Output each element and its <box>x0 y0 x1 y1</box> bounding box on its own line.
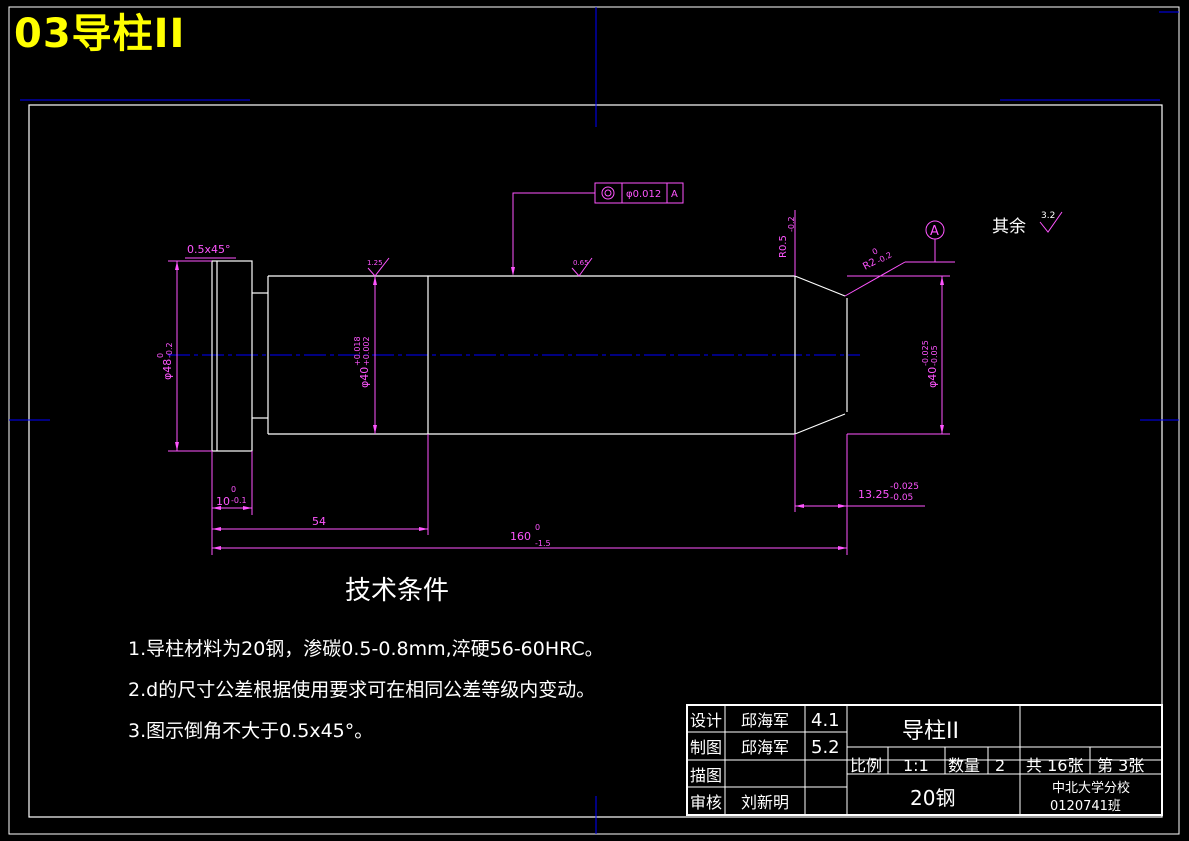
title-block <box>686 704 1163 816</box>
tb-name-4: 刘新明 <box>741 793 789 812</box>
roughness-1: 1.25 <box>367 259 383 267</box>
len160-up: 0 <box>535 523 540 532</box>
tb-role-4: 审核 <box>690 793 722 812</box>
tolerance-value: φ0.012 <box>626 189 661 200</box>
len13-up: -0.025 <box>890 482 919 492</box>
tb-scale-label: 比例 <box>850 756 882 775</box>
tb-code-1: 4.1 <box>811 710 840 731</box>
tb-material: 20钢 <box>910 786 955 810</box>
tb-school: 中北大学分校 <box>1052 780 1130 796</box>
len160-label: 160 <box>510 530 531 543</box>
len10-label: 10 <box>216 495 230 508</box>
tolerance-datum: A <box>671 189 678 200</box>
dia40b-low: -0.05 <box>930 345 939 366</box>
r05-label: R0.5 <box>778 235 789 258</box>
dia40b-label: φ40 <box>926 367 939 388</box>
tb-qty-value: 2 <box>995 756 1005 775</box>
tb-name-1: 邱海军 <box>741 711 789 730</box>
tech-line-2: 2.d的尺寸公差根据使用要求可在相同公差等级内变动。 <box>128 679 596 701</box>
tech-line-3: 3.图示倒角不大于0.5x45°。 <box>128 720 374 742</box>
tb-code-2: 5.2 <box>811 737 840 758</box>
dia48-low: -0.2 <box>165 342 174 358</box>
tb-name-2: 邱海军 <box>741 738 789 757</box>
len10-low: -0.1 <box>231 496 247 505</box>
tb-class: 0120741班 <box>1050 799 1121 814</box>
len10-up: 0 <box>231 485 236 494</box>
tb-role-3: 描图 <box>690 766 722 785</box>
part-outline <box>211 260 848 452</box>
roughness-2: 0.65 <box>573 259 589 267</box>
dia48-label: φ48 <box>161 359 174 380</box>
tb-sheet: 第 3张 <box>1097 756 1144 775</box>
outer-frame <box>8 6 1180 835</box>
len160-low: -1.5 <box>535 539 551 548</box>
chamfer-label: 0.5x45° <box>187 243 231 256</box>
tb-qty-label: 数量 <box>948 756 980 775</box>
rest-roughness: 3.2 <box>1041 211 1055 221</box>
rest-label: 其余 <box>992 217 1026 237</box>
tb-total: 共 16张 <box>1026 756 1083 775</box>
inner-frame <box>28 104 1163 818</box>
page-title: 03导柱II <box>14 11 186 57</box>
len54-label: 54 <box>312 515 326 528</box>
tb-scale-value: 1:1 <box>903 756 929 775</box>
arrowheads <box>175 261 944 550</box>
tb-part-name: 导柱II <box>902 719 959 744</box>
dimension-lines <box>168 182 1063 555</box>
centering-marks <box>9 7 1179 834</box>
dia40a-label: φ40 <box>358 367 371 388</box>
len13-label: 13.25 <box>858 488 890 501</box>
tech-requirements-title: 技术条件 <box>345 576 450 606</box>
datum-a-label: A <box>930 224 939 239</box>
dia40a-low: +0.002 <box>362 336 371 366</box>
r05-low: -0.2 <box>787 216 796 232</box>
tb-role-1: 设计 <box>690 711 722 730</box>
tech-line-1: 1.导柱材料为20钢，渗碳0.5-0.8mm,淬硬56-60HRC。 <box>128 638 604 660</box>
dia40b-up: -0.025 <box>921 340 930 366</box>
dia40a-up: +0.018 <box>353 336 362 366</box>
len13-low: -0.05 <box>890 493 913 503</box>
dia48-up: 0 <box>156 353 165 358</box>
r2-up: 0 <box>871 246 880 256</box>
tb-role-2: 制图 <box>690 738 722 757</box>
